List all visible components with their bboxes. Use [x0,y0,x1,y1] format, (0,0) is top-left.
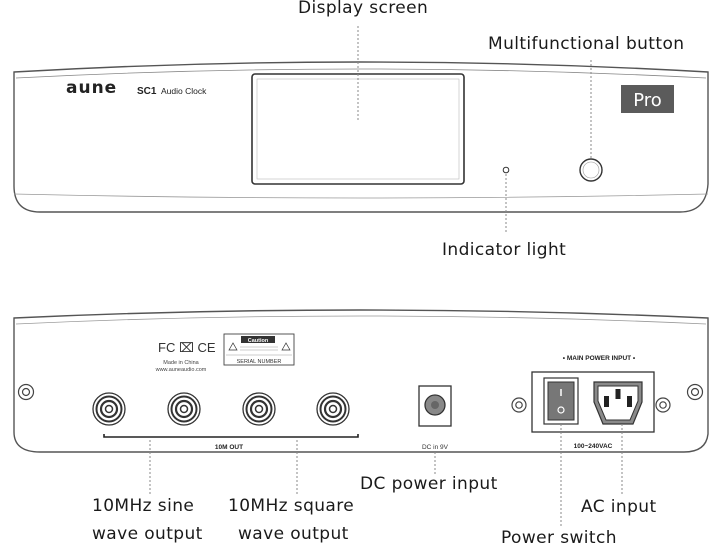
bnc-connector-3 [242,392,276,426]
website-label: www.auneaudio.com [155,367,207,373]
pro-badge [621,85,674,113]
power-screw-right [655,397,671,413]
indicator-light [502,166,510,174]
callout-square-output-line1: 10MHz square [228,496,355,516]
output-group-label: 10M OUT [215,444,243,451]
screw-right [686,383,704,401]
bnc-connector-1 [92,392,126,426]
rear-leader-lines [149,424,623,527]
power-switch[interactable] [547,381,575,421]
bnc-connector-4 [316,392,350,426]
caution-title: Caution [248,338,269,344]
front-leader-lines [357,26,592,234]
callout-ac-input: AC input [581,497,657,517]
callout-dc-power-input: DC power input [360,474,498,494]
front-panel: aune SC1 Audio Clock Pro [13,61,709,213]
output-group-bracket [103,434,359,438]
bnc-connector-2 [167,392,201,426]
model-label: SC1 [137,86,157,97]
screw-left [17,383,35,401]
callout-square-output-line2: wave output [238,524,349,544]
callout-indicator-light: Indicator light [442,240,567,260]
main-power-label: • MAIN POWER INPUT • [563,355,636,362]
callout-sine-output-line2: wave output [92,524,203,544]
callout-multifunctional-button: Multifunctional button [488,34,685,54]
rear-panel: FC ⌧ CE Made in China www.auneaudio.com … [13,309,709,453]
made-in-label: Made in China [163,360,199,366]
dc-power-jack [418,385,452,427]
serial-number-label: SERIAL NUMBER [237,359,282,365]
model-suffix-label: Audio Clock [161,86,207,96]
certification-marks: FC ⌧ CE [158,340,216,355]
voltage-label: 100~240VAC [574,443,613,450]
brand-logo: aune [66,78,117,98]
power-screw-left [511,397,527,413]
callout-sine-output-line1: 10MHz sine [92,496,195,516]
pro-badge-label: Pro [633,90,662,111]
dc-input-label: DC in 9V [422,444,449,451]
callout-power-switch: Power switch [501,528,617,548]
callout-display-screen: Display screen [298,0,429,18]
